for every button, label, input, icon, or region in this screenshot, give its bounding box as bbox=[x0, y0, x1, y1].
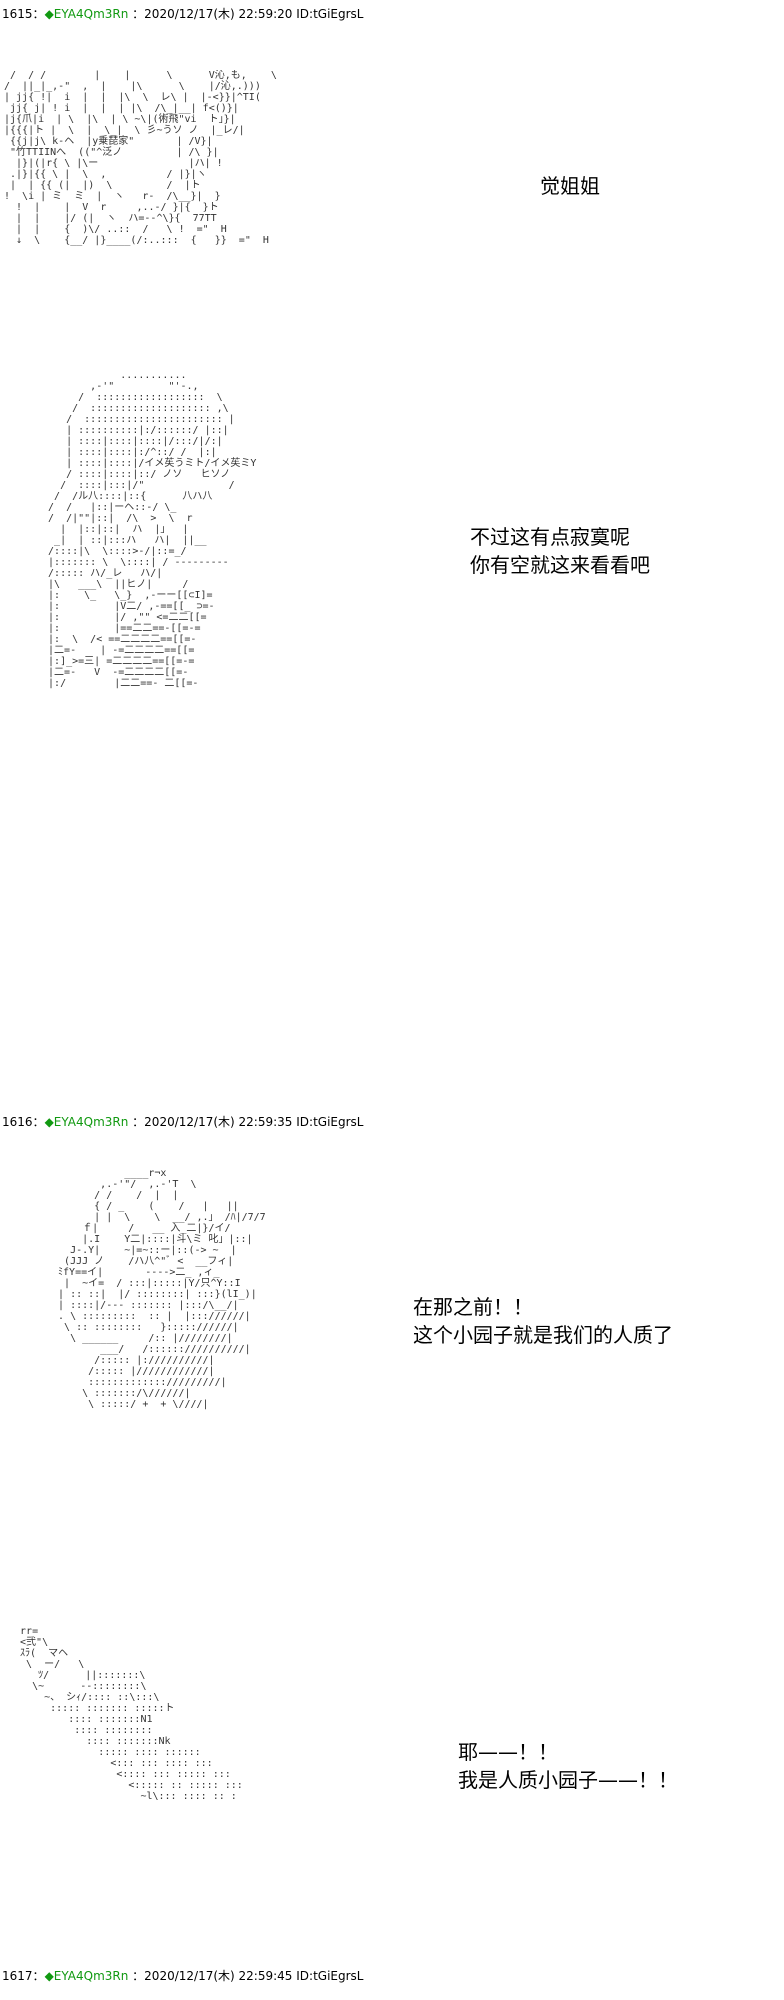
ascii-art-hostage-pose: ____r¬x ,.-'"/ ,.-'T \ / / / | | { / _ (… bbox=[58, 1168, 266, 1410]
caption-cheer: 耶——！！ 我是人质小园子——！！ bbox=[458, 1738, 678, 1794]
caption-line: 我是人质小园子——！！ bbox=[458, 1768, 678, 1792]
post-header-1615: 1615：◆EYA4Qm3Rn ：2020/12/17(木) 22:59:20 … bbox=[2, 4, 363, 24]
caption-satori: 觉姐姐 bbox=[540, 172, 600, 200]
post-id[interactable]: ID:tGiEgrsL bbox=[296, 7, 364, 21]
post-datetime: ：2020/12/17(木) 22:59:35 bbox=[132, 1115, 293, 1129]
post-id[interactable]: ID:tGiEgrsL bbox=[296, 1115, 364, 1129]
trip-name[interactable]: EYA4Qm3Rn bbox=[53, 1115, 129, 1129]
ascii-art-sonoko-cheering: rr= <弐"\ ｽﾗ( マヘ \ ー/ \ ﾂ/ ||:::::::\ \~ … bbox=[20, 1626, 243, 1802]
post-id[interactable]: ID:tGiEgrsL bbox=[296, 1969, 364, 1983]
caption-line: 在那之前！！ bbox=[413, 1295, 533, 1319]
post-number: 1617 bbox=[2, 1969, 33, 1983]
post-separator: ： bbox=[32, 1115, 45, 1129]
post-datetime: ：2020/12/17(木) 22:59:20 bbox=[132, 7, 293, 21]
post-separator: ： bbox=[32, 1969, 45, 1983]
ascii-art-satori: / / / | | \ V沁,も, \ / ||_|_,-" , | |\ \ … bbox=[4, 70, 277, 246]
trip-diamond-icon: ◆ bbox=[44, 7, 54, 21]
caption-line: 觉姐姐 bbox=[540, 174, 600, 198]
trip-name[interactable]: EYA4Qm3Rn bbox=[53, 1969, 129, 1983]
post-number: 1616 bbox=[2, 1115, 33, 1129]
post-datetime: ：2020/12/17(木) 22:59:45 bbox=[132, 1969, 293, 1983]
caption-lonely: 不过这有点寂寞呢 你有空就这来看看吧 bbox=[470, 523, 650, 579]
post-header-1617: 1617：◆EYA4Qm3Rn ：2020/12/17(木) 22:59:45 … bbox=[2, 1966, 363, 1986]
trip-name[interactable]: EYA4Qm3Rn bbox=[53, 7, 129, 21]
post-number: 1615 bbox=[2, 7, 33, 21]
caption-line: 你有空就这来看看吧 bbox=[470, 553, 650, 577]
post-header-1616: 1616：◆EYA4Qm3Rn ：2020/12/17(木) 22:59:35 … bbox=[2, 1112, 363, 1132]
caption-line: 耶——！！ bbox=[458, 1740, 558, 1764]
caption-line: 不过这有点寂寞呢 bbox=[470, 525, 630, 549]
caption-hostage: 在那之前！！ 这个小园子就是我们的人质了 bbox=[413, 1293, 673, 1349]
post-separator: ： bbox=[32, 7, 45, 21]
ascii-art-sonoko-standing: ........... ,-'" "'-., / :::::::::::::::… bbox=[48, 370, 257, 689]
trip-diamond-icon: ◆ bbox=[44, 1115, 54, 1129]
caption-line: 这个小园子就是我们的人质了 bbox=[413, 1323, 673, 1347]
trip-diamond-icon: ◆ bbox=[44, 1969, 54, 1983]
